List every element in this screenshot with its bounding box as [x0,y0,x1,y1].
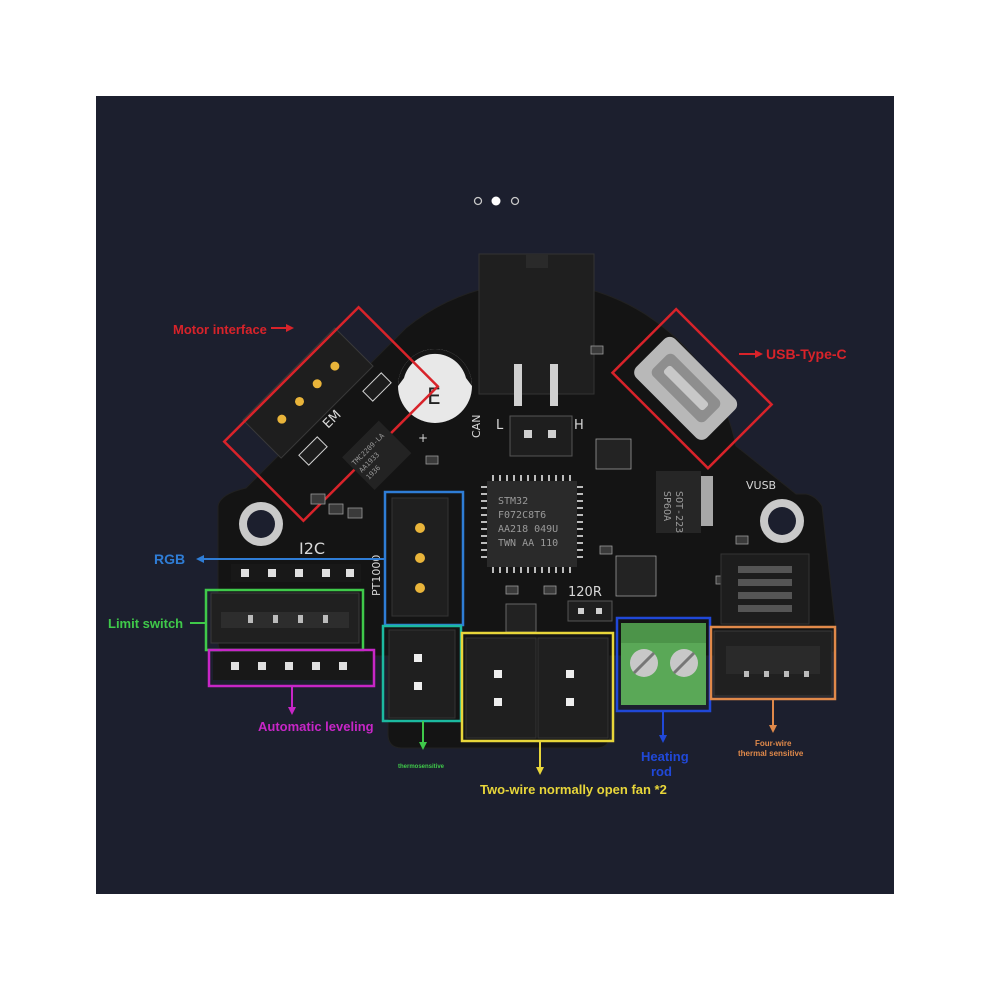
silk-vusb: VUSB [746,479,776,492]
label-rgb: RGB [154,551,185,567]
label-heating: Heating [641,749,689,764]
motor-arrowhead [286,324,294,332]
usb-callout-box [610,307,774,470]
mcu-text: AA218 049U [498,524,558,535]
board-diagram: CAN L H E + EM TMC2209-LA AA1933 1936 VU… [108,196,847,797]
jumper-120r [567,600,613,622]
fan-connector-2 [537,637,609,739]
label-four-wire: Four-wire [755,739,792,748]
silk-i2c: I2C [299,539,325,558]
label-automatic-leveling: Automatic leveling [258,719,374,734]
reset-button [505,603,537,633]
diode [298,436,328,466]
leveling-arrowhead [288,707,296,715]
label-motor-interface: Motor interface [173,322,267,337]
fan-arrowhead [536,767,544,775]
four-wire-thermal-connector [713,630,833,697]
fan-connector-1 [465,637,537,739]
passive-components [310,345,749,597]
silk-can: CAN [470,415,483,438]
i2c-pin-header [231,564,361,582]
label-two-wire-fan: Two-wire normally open fan *2 [480,782,667,797]
product-image-panel: CAN L H E + EM TMC2209-LA AA1933 1936 VU… [96,96,894,894]
limit-switch-connector [210,592,360,644]
carousel-dot[interactable] [510,196,520,206]
heating-terminal-block [621,623,706,705]
can-connector [478,253,595,406]
silk-h: H [574,418,584,433]
label-thermal-sensitive: thermal sensitive [738,749,804,758]
heating-arrowhead [659,735,667,743]
silk-plus: + [418,431,428,445]
auto-leveling-pin-header [213,652,373,680]
usb-arrowhead [755,350,763,358]
silk-120r: 120R [568,585,602,600]
label-limit-switch: Limit switch [108,616,183,631]
usb-c-connector [634,336,738,440]
four-wire-arrowhead [769,725,777,733]
mcu-text: F072C8T6 [498,510,546,521]
carousel-dot[interactable] [473,196,483,206]
electrolytic-capacitor: E + [398,349,472,445]
thermo-arrowhead [419,742,427,750]
cap-marking: E [427,385,441,410]
dip-switch [720,553,810,625]
motor-connector [242,327,374,459]
voltage-regulator: SOT-223 SP6OA [656,471,713,533]
diode [362,372,392,402]
mcu-text: TWN AA 110 [498,538,558,549]
silk-l: L [496,418,504,433]
label-thermosensitive: thermosensitive [398,764,445,770]
silk-pt1000: PT1000 [370,555,383,596]
carousel-dots[interactable] [473,196,520,206]
thermosensitive-connector [388,629,456,719]
carousel-dot-active[interactable] [491,196,501,206]
label-usb-type-c: USB-Type-C [766,346,847,362]
rgb-arrowhead [196,555,204,563]
can-pin-header [509,415,573,457]
mcu-chip: STM32 F072C8T6 AA218 049U TWN AA 110 [481,475,583,573]
pt1000-connector [391,497,449,617]
fan-callout-box [460,631,615,743]
mounting-hole-left [239,502,283,546]
mcu-text: STM32 [498,496,528,507]
regulator-text: SOT-223 [673,491,684,533]
regulator-text: SP6OA [661,491,672,521]
label-rod: rod [651,764,672,779]
mounting-hole-right [760,499,804,543]
